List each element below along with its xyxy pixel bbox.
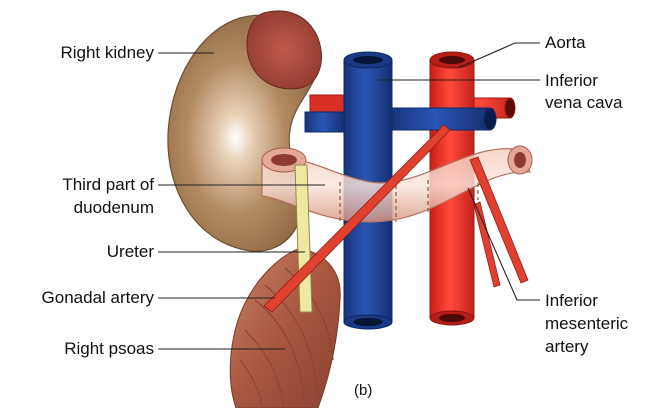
psoas-muscle bbox=[230, 248, 340, 408]
label-ivc-line1: Inferior bbox=[545, 70, 598, 91]
label-right-psoas: Right psoas bbox=[0, 338, 154, 359]
label-ima-line3: artery bbox=[545, 336, 588, 357]
label-aorta: Aorta bbox=[545, 32, 586, 53]
label-third-part-line2: duodenum bbox=[0, 197, 154, 218]
label-right-kidney: Right kidney bbox=[0, 42, 154, 63]
figure-caption: (b) bbox=[354, 382, 372, 399]
label-ivc-line2: vena cava bbox=[545, 92, 623, 113]
label-gonadal-artery: Gonadal artery bbox=[0, 287, 154, 308]
label-third-part-line1: Third part of bbox=[0, 174, 154, 195]
label-ureter: Ureter bbox=[0, 241, 154, 262]
label-ima-line1: Inferior bbox=[545, 290, 598, 311]
label-ima-line2: mesenteric bbox=[545, 313, 628, 334]
